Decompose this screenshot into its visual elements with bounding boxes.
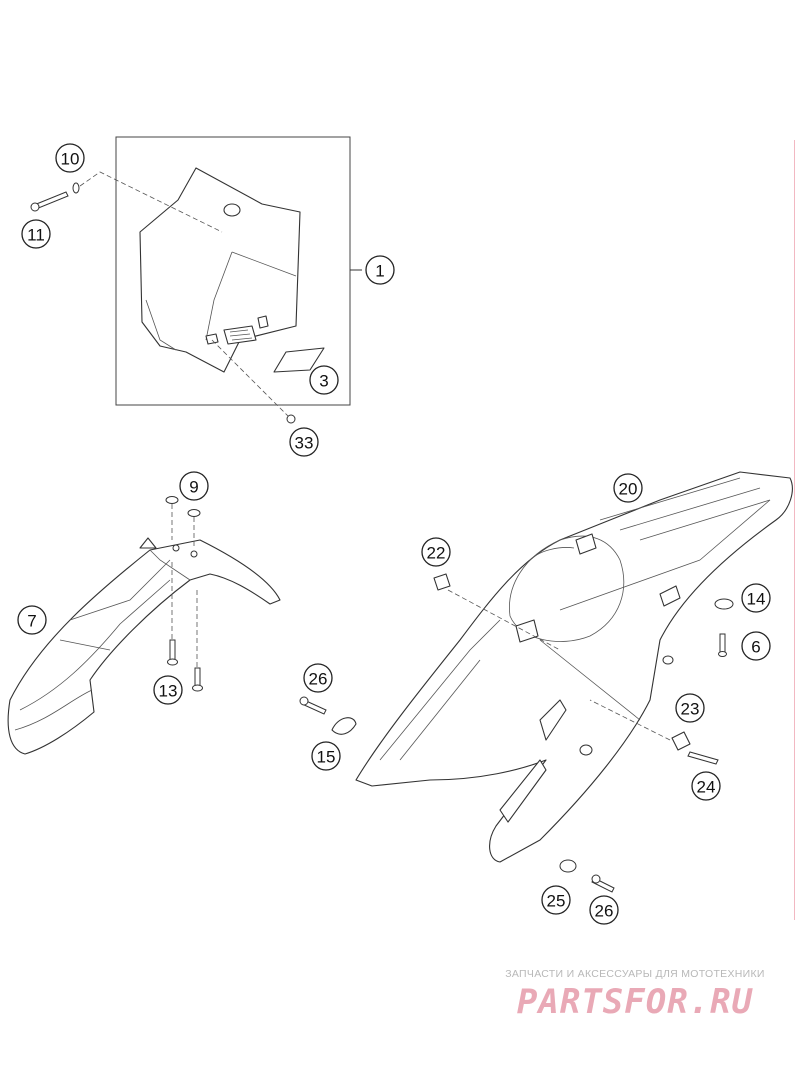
callout-number: 13 [159,682,178,701]
callout-number: 25 [547,892,566,911]
washer-9a [165,496,179,504]
callout-23: 23 [675,693,705,723]
leader-22 [447,589,561,651]
leader-10 [79,171,223,233]
callout-circle [153,675,183,705]
callout-circle [21,219,51,249]
callout-circle [179,471,209,501]
callout-circle [309,365,339,395]
callout-number: 33 [295,434,314,453]
washer-10 [72,182,80,194]
nut-23 [671,731,691,751]
washer-25 [559,859,577,873]
callout-number: 14 [747,590,766,609]
callout-26: 26 [303,663,333,693]
front-number-plate [139,167,301,373]
callout-number: 11 [27,226,45,245]
callout-9: 9 [179,471,209,501]
screw-33 [286,414,296,424]
callout-14: 14 [741,583,771,613]
callout-number: 22 [427,544,446,563]
watermark-logo: PARTSFOR.RU [516,982,754,1022]
screw-13 [167,639,203,692]
screw-11 [30,191,69,212]
callout-7: 7 [17,605,47,635]
leader-9 [171,504,195,548]
screw-6 [718,633,727,657]
callout-number: 26 [595,902,614,921]
callout-26: 26 [589,895,619,925]
washer-9b [187,509,201,517]
screw-26-right [591,874,615,893]
callout-number: 24 [697,778,716,797]
callout-15: 15 [311,741,341,771]
callout-number: 7 [27,612,36,631]
callout-circle [541,885,571,915]
callout-1: 1 [365,255,395,285]
callout-circle [613,473,643,503]
front-fender [7,537,281,755]
callout-number: 9 [189,478,198,497]
callout-number: 23 [681,700,700,719]
callout-circle [17,605,47,635]
callout-11: 11 [21,219,51,249]
callout-circle [55,143,85,173]
callout-number: 3 [319,372,328,391]
page-edge-line [794,140,795,920]
callout-number: 6 [751,638,760,657]
callout-circle [741,583,771,613]
callout-6: 6 [741,631,771,661]
callout-circle [289,427,319,457]
callout-number: 1 [375,262,384,281]
assembly-box [115,136,351,406]
callout-3: 3 [309,365,339,395]
callout-20: 20 [613,473,643,503]
callout-10: 10 [55,143,85,173]
rear-fender [355,471,793,863]
watermark: ЗАПЧАСТИ И АКСЕССУАРЫ ДЛЯ МОТОТЕХНИКИ PA… [480,968,790,1022]
callout-circle [421,537,451,567]
callout-33: 33 [289,427,319,457]
callout-circle [675,693,705,723]
callout-25: 25 [541,885,571,915]
nut-22 [433,573,451,591]
screw-26-left [299,696,327,715]
callout-13: 13 [153,675,183,705]
callout-number: 20 [619,480,638,499]
screw-24 [687,751,719,765]
grommet-15 [331,717,357,735]
leader-33 [211,339,291,419]
callout-circle [691,771,721,801]
callout-22: 22 [421,537,451,567]
callout-circle [311,741,341,771]
callout-number: 26 [309,670,328,689]
leader-23 [589,699,671,741]
callout-circle [365,255,395,285]
callout-circle [303,663,333,693]
callout-circle [741,631,771,661]
callout-number: 10 [61,150,80,169]
watermark-caption: ЗАПЧАСТИ И АКСЕССУАРЫ ДЛЯ МОТОТЕХНИКИ [505,968,765,980]
number-plate-sticker [273,347,325,373]
callout-24: 24 [691,771,721,801]
washer-14 [714,598,734,610]
leader-13 [171,562,198,668]
callout-number: 15 [317,748,336,767]
callout-circle [589,895,619,925]
